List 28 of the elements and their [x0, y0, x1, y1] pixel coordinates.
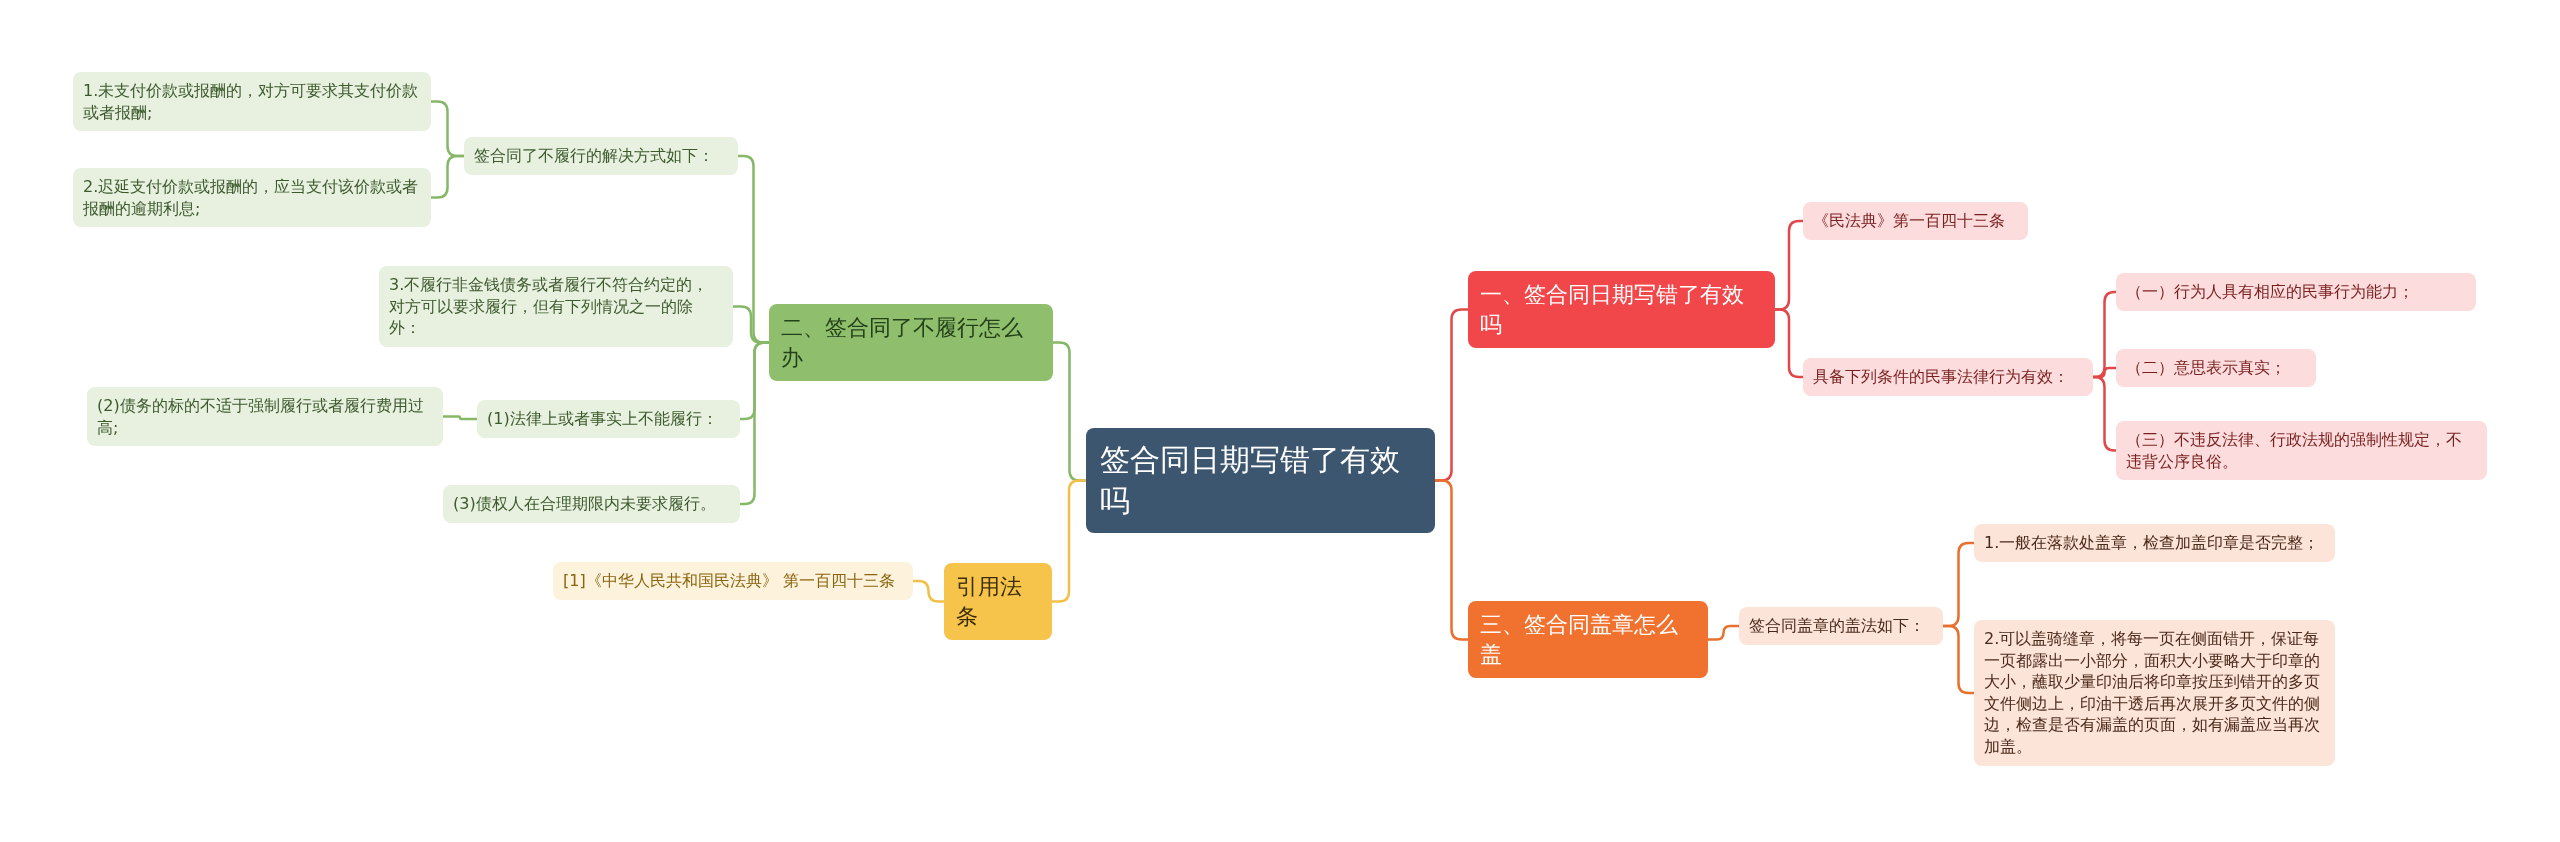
subtopic-box: 具备下列条件的民事法律行为有效：: [1803, 358, 2093, 396]
branch-topic-box: 三、签合同盖章怎么盖: [1468, 601, 1708, 679]
subtopic-box: 2.可以盖骑缝章，将每一页在侧面错开，保证每一页都露出一小部分，面积大小要略大于印章的大小，蘸取少量印油后将印章按压到错开的多页文件侧边上，印油干透后再次展开多页文件的侧边，检查是否有漏盖的页面，如有漏盖应当再次加盖。: [1974, 620, 2335, 766]
subtopic-box: （二）意思表示真实；: [2116, 349, 2316, 387]
connector-line: [443, 415, 477, 421]
subtopic-box: [1]《中华人民共和国民法典》 第一百四十三条: [553, 562, 913, 600]
subtopic-box: 签合同盖章的盖法如下：: [1739, 607, 1943, 645]
subtopic-box: 1.一般在落款处盖章，检查加盖印章是否完整；: [1974, 524, 2335, 562]
connector-line: [1708, 624, 1739, 641]
branch-topic-box: 一、签合同日期写错了有效吗: [1468, 271, 1775, 349]
subtopic-box: (1)法律上或者事实上不能履行：: [477, 400, 740, 438]
connector-line: [1435, 479, 1468, 641]
central-topic-box: 签合同日期写错了有效吗: [1086, 428, 1435, 533]
connector-line: [1775, 308, 1803, 379]
subtopic-box: 签合同了不履行的解决方式如下：: [464, 137, 738, 175]
subtopic-box: （三）不违反法律、行政法规的强制性规定，不违背公序良俗。: [2116, 421, 2487, 481]
subtopic-box: (3)债权人在合理期限内未要求履行。: [443, 485, 740, 523]
branch-topic-box: 二、签合同了不履行怎么办: [769, 304, 1053, 382]
subtopic-box: 《民法典》第一百四十三条: [1803, 202, 2028, 240]
subtopic-box: (2)债务的标的不适于强制履行或者履行费用过高;: [87, 387, 443, 447]
connector-line: [913, 579, 944, 603]
connector-line: [431, 154, 464, 199]
subtopic-box: （一）行为人具有相应的民事行为能力；: [2116, 273, 2476, 311]
connector-line: [2092, 375, 2117, 452]
subtopic-box: 2.迟延支付价款或报酬的，应当支付该价款或者报酬的逾期利息;: [73, 168, 431, 228]
subtopic-box: 3.不履行非金钱债务或者履行不符合约定的，对方可以要求履行，但有下列情况之一的除外：: [379, 266, 733, 347]
branch-topic-box: 引用法条: [944, 563, 1052, 641]
subtopic-box: 1.未支付价款或报酬的，对方可要求其支付价款或者报酬;: [73, 72, 431, 132]
